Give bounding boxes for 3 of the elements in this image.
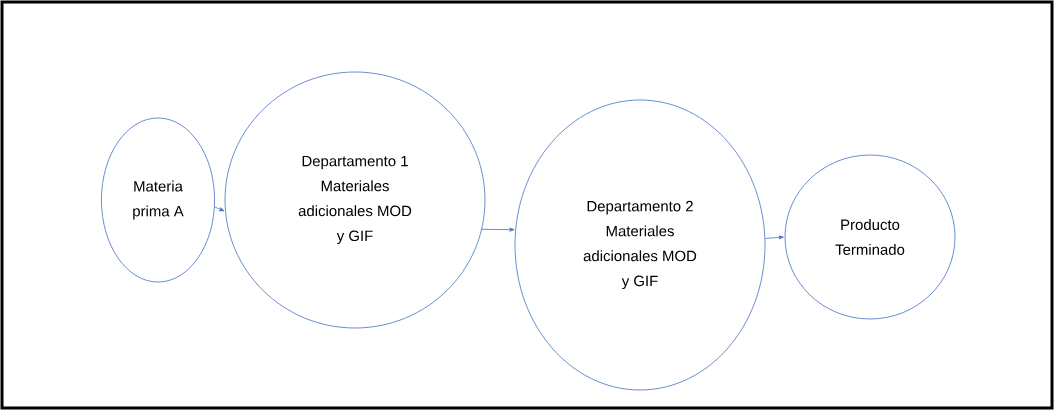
arrow xyxy=(764,235,784,240)
arrow xyxy=(481,227,515,232)
arrow xyxy=(214,206,225,212)
